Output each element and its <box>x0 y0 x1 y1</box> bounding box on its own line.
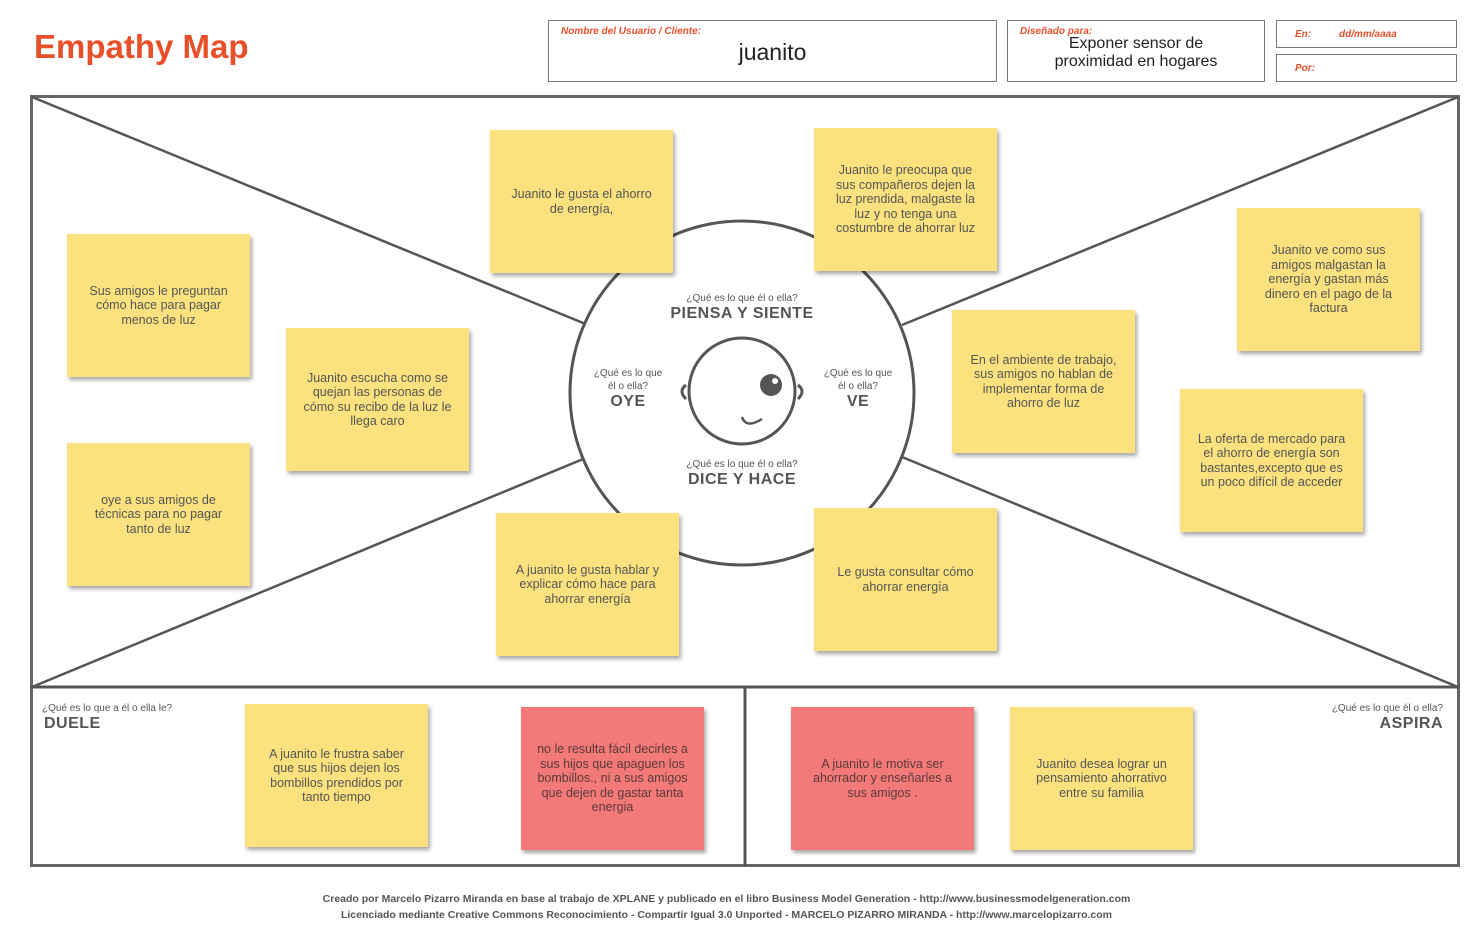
duele-heading: DUELE <box>44 715 101 732</box>
ve-question-1: ¿Qué es lo que <box>823 368 893 379</box>
sticky-note-dice-2[interactable]: Le gusta consultar cómo ahorrar energía <box>814 508 997 651</box>
page-title: Empathy Map <box>34 28 249 65</box>
oye-question-1: ¿Qué es lo que <box>593 368 663 379</box>
sticky-note-oye-3[interactable]: oye a sus amigos de técnicas para no pag… <box>67 443 250 586</box>
oye-question-2: él o ella? <box>607 381 649 392</box>
dice-question: ¿Qué es lo que él o ella? <box>686 459 798 470</box>
user-name-value: juanito <box>738 39 807 65</box>
user-name-label: Nombre del Usuario / Cliente: <box>561 26 702 37</box>
piensa-question: ¿Qué es lo que él o ella? <box>686 293 798 304</box>
author-box[interactable]: Por: <box>1276 54 1457 82</box>
board-lines <box>30 95 1460 867</box>
footer-license: Licenciado mediante Creative Commons Rec… <box>340 909 1113 921</box>
date-box[interactable]: En: dd/mm/aaaa <box>1276 20 1457 48</box>
designed-for-label: Diseñado para: <box>1020 26 1093 37</box>
designed-for-value-line1: Exponer sensor de <box>1068 35 1204 52</box>
ve-question-2: él o ella? <box>837 381 879 392</box>
sticky-note-piensa-2[interactable]: Juanito le preocupa que sus compañeros d… <box>814 128 997 271</box>
aspira-question: ¿Qué es lo que él o ella? <box>1331 703 1443 714</box>
duele-question: ¿Qué es lo que a él o ella le? <box>42 703 173 714</box>
sticky-note-ve-2[interactable]: En el ambiente de trabajo, sus amigos no… <box>952 310 1135 453</box>
designed-for-box[interactable]: Diseñado para: Exponer sensor de proximi… <box>1007 20 1265 82</box>
user-name-box[interactable]: Nombre del Usuario / Cliente: juanito <box>548 20 997 82</box>
date-label: En: <box>1295 29 1312 40</box>
date-value: dd/mm/aaaa <box>1339 29 1397 40</box>
sticky-note-aspira-2[interactable]: Juanito desea lograr un pensamiento ahor… <box>1010 707 1193 850</box>
sticky-note-duele-2[interactable]: no le resulta fácil decirles a sus hijos… <box>521 707 704 850</box>
ve-heading: VE <box>846 393 870 410</box>
sticky-note-piensa-1[interactable]: Juanito le gusta el ahorro de energía, <box>490 130 673 273</box>
author-label: Por: <box>1295 63 1315 74</box>
dice-heading: DICE Y HACE <box>687 471 797 488</box>
sticky-note-duele-1[interactable]: A juanito le frustra saber que sus hijos… <box>245 704 428 847</box>
sticky-note-dice-1[interactable]: A juanito le gusta hablar y explicar cóm… <box>496 513 679 656</box>
designed-for-value-line2: proximidad en hogares <box>1054 53 1218 70</box>
oye-heading: OYE <box>610 393 646 410</box>
sticky-note-ve-1[interactable]: Juanito ve como sus amigos malgastan la … <box>1237 208 1420 351</box>
sticky-note-oye-1[interactable]: Sus amigos le preguntan cómo hace para p… <box>67 234 250 377</box>
aspira-heading: ASPIRA <box>1379 715 1443 732</box>
footer-credits: Creado por Marcelo Pizarro Miranda en ba… <box>322 893 1131 905</box>
sticky-note-ve-3[interactable]: La oferta de mercado para el ahorro de e… <box>1180 389 1363 532</box>
face-icon <box>680 336 804 446</box>
sticky-note-oye-2[interactable]: Juanito escucha como se quejan las perso… <box>286 328 469 471</box>
piensa-heading: PIENSA Y SIENTE <box>670 305 814 322</box>
sticky-note-aspira-1[interactable]: A juanito le motiva ser ahorrador y ense… <box>791 707 974 850</box>
